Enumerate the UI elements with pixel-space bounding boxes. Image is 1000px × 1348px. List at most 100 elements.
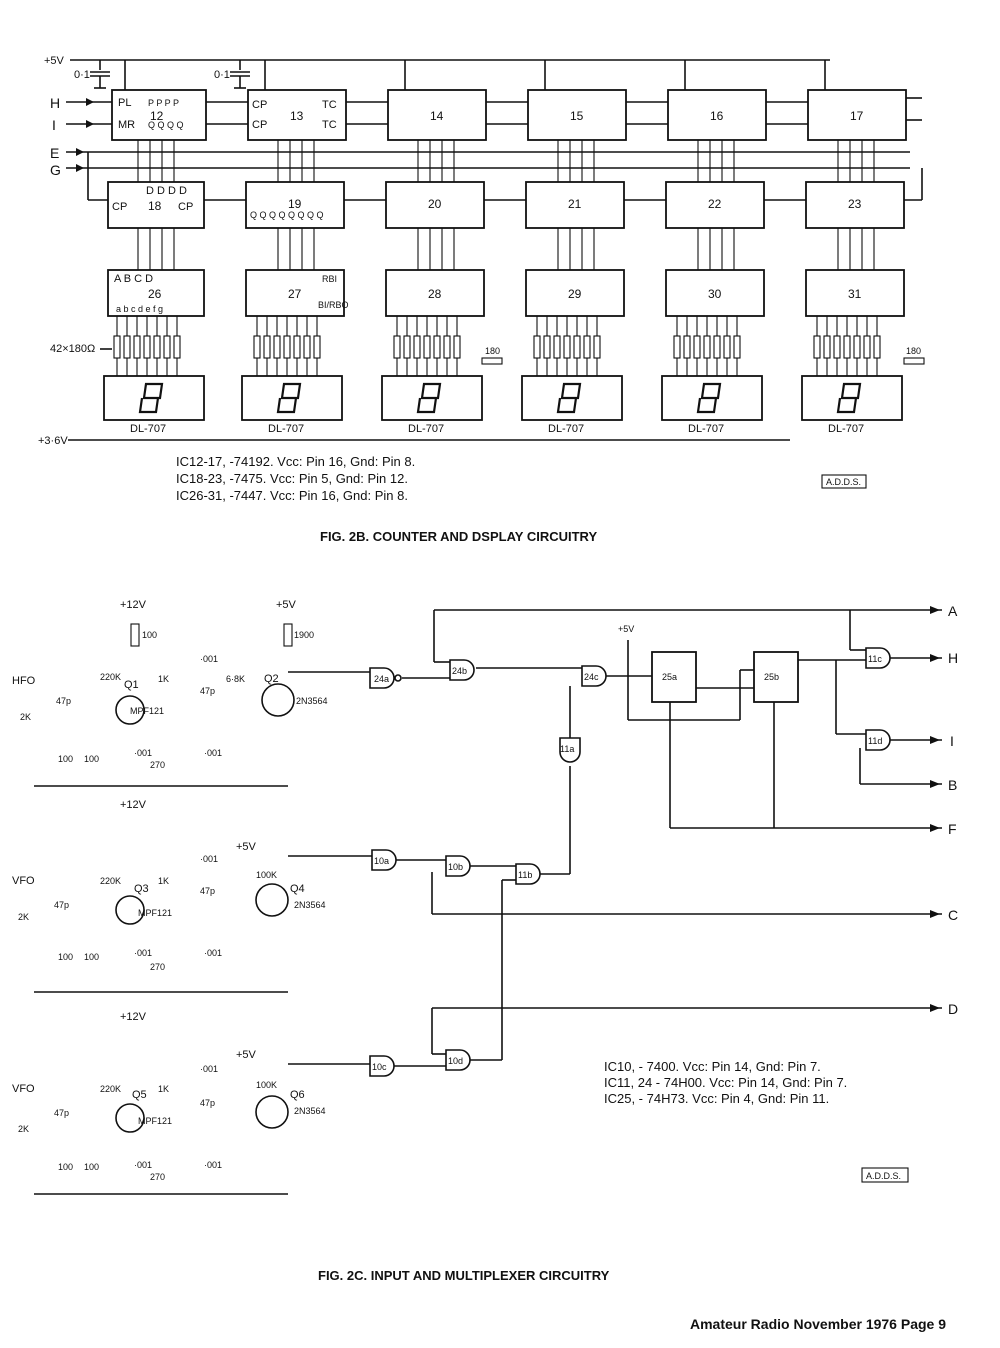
ic15-label: 15 (570, 109, 584, 123)
fig2b-note-1: IC12-17, -74192. Vcc: Pin 16, Gnd: Pin 8… (176, 454, 415, 469)
svg-text:47p: 47p (200, 686, 215, 696)
display-label-6: DL-707 (828, 423, 864, 435)
segment-resistor-3-5 (433, 335, 441, 359)
stage3-collector-r: 100K (256, 1080, 277, 1090)
segment-resistor-3-6 (443, 335, 451, 359)
fig2b-note-3: IC26-31, -7447. Vcc: Pin 16, Gnd: Pin 8. (176, 488, 408, 503)
display-label-2: DL-707 (268, 423, 304, 435)
supply-5v-label: +5V (44, 55, 65, 67)
output-c-label: C (948, 907, 958, 923)
svg-text:·001: ·001 (134, 748, 152, 758)
segment-resistor-2-3 (273, 335, 281, 359)
segment-resistor-2-4 (283, 335, 291, 359)
svg-text:47p: 47p (54, 1108, 69, 1118)
svg-text:100: 100 (58, 754, 73, 764)
svg-text:100: 100 (142, 630, 157, 640)
input-e-label: E (50, 145, 59, 161)
segment-resistor-2-5 (293, 335, 301, 359)
svg-text:100: 100 (58, 1162, 73, 1172)
ic20-box (385, 181, 485, 229)
svg-text:+5V: +5V (236, 1049, 257, 1061)
ic21-label: 21 (568, 197, 582, 211)
fig2c-credit: A.D.D.S. (866, 1171, 901, 1181)
display-label-3: DL-707 (408, 423, 444, 435)
segment-resistor-6-7 (873, 335, 881, 359)
ff-25b (753, 651, 799, 703)
svg-text:+12V: +12V (120, 799, 147, 811)
segment-resistor-4-1 (533, 335, 541, 359)
ic31-box (805, 269, 905, 317)
segment-resistor-5-7 (733, 335, 741, 359)
supply-36v-label: +3·6V (38, 435, 68, 447)
ic15-box (527, 89, 627, 141)
segment-resistor-6-6 (863, 335, 871, 359)
fig2b-credit: A.D.D.S. (826, 477, 861, 487)
ic18-box (107, 181, 205, 229)
stage2-collector-r: 100K (256, 870, 277, 880)
ic16-box (667, 89, 767, 141)
svg-text:2N3564: 2N3564 (294, 900, 326, 910)
svg-text:2N3564: 2N3564 (296, 696, 328, 706)
segment-resistor-3-4 (423, 335, 431, 359)
svg-text:MPF121: MPF121 (138, 908, 172, 918)
ic19-label: 19 (288, 197, 302, 211)
svg-text:47p: 47p (56, 696, 71, 706)
svg-text:10a: 10a (374, 856, 389, 866)
segment-resistor-1-7 (173, 335, 181, 359)
svg-text:47p: 47p (200, 886, 215, 896)
svg-text:·001: ·001 (134, 948, 152, 958)
ic21-box (525, 181, 625, 229)
svg-text:24b: 24b (452, 666, 467, 676)
stage3-fet: Q5 (132, 1089, 147, 1101)
segment-resistor-1-6 (163, 335, 171, 359)
segment-resistor-4-5 (573, 335, 581, 359)
segment-resistor-6-5 (853, 335, 861, 359)
segment-resistor-1-4 (143, 335, 151, 359)
ic28-label: 28 (428, 287, 442, 301)
svg-text:·001: ·001 (204, 948, 222, 958)
segment-resistor-4-3 (553, 335, 561, 359)
ic19-box (245, 181, 345, 229)
ic29-label: 29 (568, 287, 582, 301)
input-i-label: I (52, 117, 56, 133)
ic16-label: 16 (710, 109, 724, 123)
ff-25a (651, 651, 697, 703)
svg-text:100: 100 (84, 952, 99, 962)
seven-seg-digit-2 (276, 382, 302, 414)
segment-resistor-5-1 (673, 335, 681, 359)
fig2c-note-2: IC11, 24 - 74H00. Vcc: Pin 14, Gnd: Pin … (604, 1075, 847, 1090)
segment-resistor-1-5 (153, 335, 161, 359)
fig2c-note-1: IC10, - 7400. Vcc: Pin 14, Gnd: Pin 7. (604, 1059, 821, 1074)
stage1-12v: +12V (120, 599, 147, 611)
svg-text:6·8K: 6·8K (226, 674, 245, 684)
svg-text:100: 100 (84, 754, 99, 764)
ic13-box (247, 89, 347, 141)
stage1-collector-r: 1900 (294, 630, 314, 640)
ic23-box (805, 181, 905, 229)
segment-resistor-3-2 (403, 335, 411, 359)
output-b-label: B (948, 777, 957, 793)
svg-text:+12V: +12V (120, 1011, 147, 1023)
svg-text:2K: 2K (18, 912, 29, 922)
segment-resistor-4-2 (543, 335, 551, 359)
svg-text:a b c d e f g: a b c d e f g (116, 304, 163, 314)
svg-text:47p: 47p (200, 1098, 215, 1108)
svg-text:11a: 11a (560, 744, 574, 754)
segment-resistor-4-6 (583, 335, 591, 359)
segment-resistor-2-1 (253, 335, 261, 359)
fig2c-caption: FIG. 2C. INPUT AND MULTIPLEXER CIRCUITRY (318, 1268, 610, 1283)
svg-text:25b: 25b (764, 672, 779, 682)
segment-resistor-3-1 (393, 335, 401, 359)
svg-text:·001: ·001 (134, 1160, 152, 1170)
svg-text:·001: ·001 (204, 748, 222, 758)
input-g-label: G (50, 162, 61, 178)
svg-text:270: 270 (150, 760, 165, 770)
stage2-fet: Q3 (134, 883, 149, 895)
svg-text:2K: 2K (20, 712, 31, 722)
svg-text:47p: 47p (54, 900, 69, 910)
